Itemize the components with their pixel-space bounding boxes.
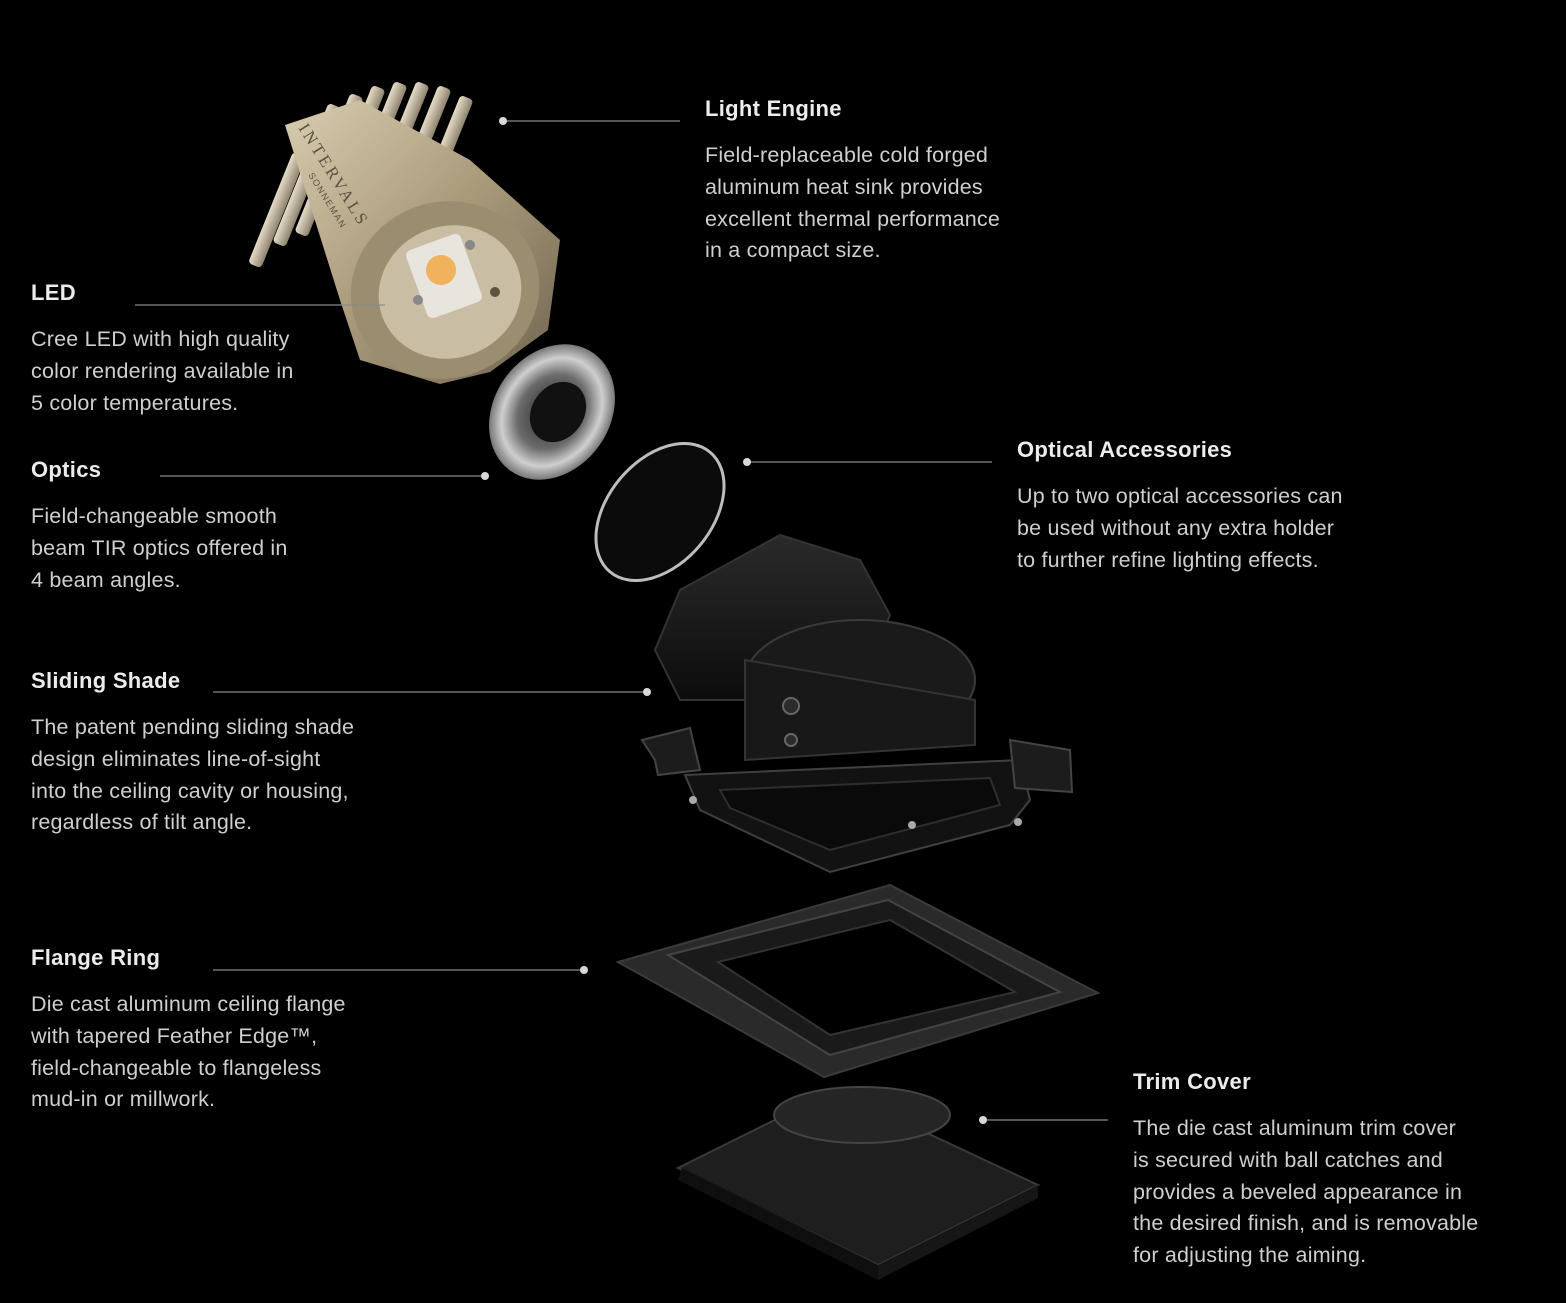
trim-cover-part <box>675 1086 1041 1280</box>
light-engine-part <box>249 82 560 384</box>
leader-lines <box>135 117 1108 1124</box>
callout-body: Cree LED with high quality color renderi… <box>31 327 294 415</box>
optic-lens-part <box>489 344 615 480</box>
flange-ring-part <box>615 883 1101 1079</box>
callout-trim-cover: Trim Cover The die cast aluminum trim co… <box>1133 1069 1543 1272</box>
callout-sliding-shade: Sliding Shade The patent pending sliding… <box>31 668 431 839</box>
callout-body: Die cast aluminum ceiling flange with ta… <box>31 992 346 1112</box>
callout-title: Sliding Shade <box>31 668 181 693</box>
callout-body: Field-changeable smooth beam TIR optics … <box>31 504 288 592</box>
callout-title: Flange Ring <box>31 945 161 970</box>
callout-optics: Optics Field-changeable smooth beam TIR … <box>31 457 351 596</box>
callout-body: Field-replaceable cold forged aluminum h… <box>705 143 1000 263</box>
callout-title: Optical Accessories <box>1017 437 1233 462</box>
callout-flange-ring: Flange Ring Die cast aluminum ceiling fl… <box>31 945 431 1116</box>
callout-title: LED <box>31 280 76 305</box>
optical-accessory-disc <box>594 442 726 582</box>
callout-title: Light Engine <box>705 96 842 121</box>
callout-optical-accessories: Optical Accessories Up to two optical ac… <box>1017 437 1417 576</box>
callout-led: LED Cree LED with high quality color ren… <box>31 280 351 419</box>
callout-title: Optics <box>31 457 102 482</box>
callout-body: Up to two optical accessories can be use… <box>1017 484 1343 572</box>
callout-title: Trim Cover <box>1133 1069 1251 1094</box>
callout-body: The patent pending sliding shade design … <box>31 715 355 835</box>
callout-body: The die cast aluminum trim cover is secu… <box>1133 1116 1479 1268</box>
callout-light-engine: Light Engine Field-replaceable cold forg… <box>705 96 1065 267</box>
sliding-shade-part <box>640 533 1074 874</box>
